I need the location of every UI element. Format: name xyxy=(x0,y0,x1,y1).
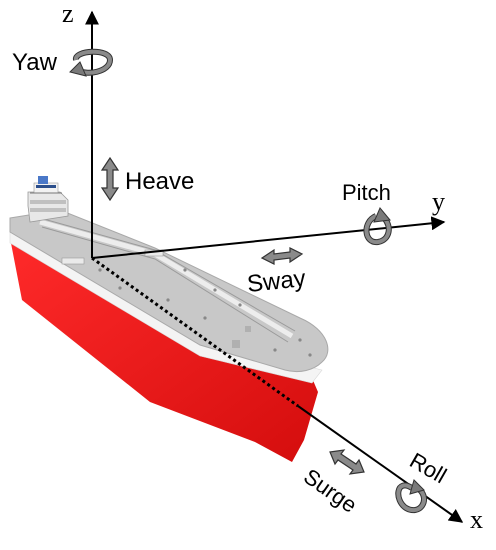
sway-translation-icon xyxy=(260,247,304,265)
roll-label: Roll xyxy=(406,448,451,489)
yaw-rotation-icon xyxy=(69,48,114,77)
heave-translation-icon xyxy=(100,156,120,202)
yaw-label: Yaw xyxy=(12,49,58,76)
deck-fittings xyxy=(61,249,312,357)
surge-translation-icon xyxy=(329,449,365,475)
y-axis xyxy=(91,216,446,259)
pitch-rotation-icon xyxy=(363,207,392,245)
sway-label: Sway xyxy=(246,265,307,298)
y-axis-label: y xyxy=(432,187,445,216)
tanker-ship xyxy=(9,176,329,462)
x-axis xyxy=(297,405,464,523)
roll-rotation-icon xyxy=(395,479,427,513)
x-axis-label: x xyxy=(470,505,483,534)
deck-pipe-line xyxy=(41,226,289,343)
ship-hull xyxy=(10,238,318,462)
heave-label: Heave xyxy=(125,168,194,195)
pitch-label: Pitch xyxy=(342,180,391,205)
ship-superstructure xyxy=(27,176,69,223)
z-axis-label: z xyxy=(62,0,74,28)
ship-centerline xyxy=(91,256,299,408)
